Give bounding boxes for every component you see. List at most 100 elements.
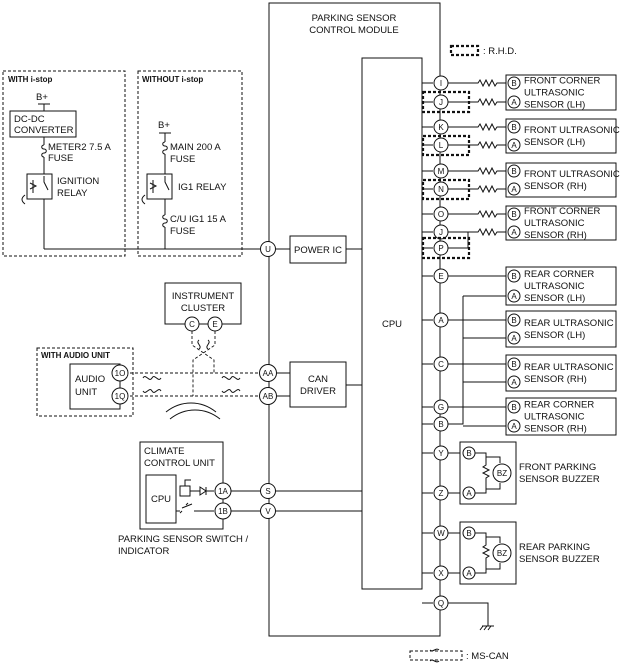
svg-text:C/U IG1 15 A: C/U IG1 15 A — [170, 214, 227, 225]
ignition-relay-icon — [26, 173, 53, 200]
rear-sensor-pin-b-label-0: B — [511, 272, 516, 281]
rear-sensor-label-1-0: REAR ULTRASONIC — [524, 318, 614, 329]
sensor-wire-1 — [448, 140, 513, 150]
buzzer-label-1-1: SENSOR BUZZER — [519, 554, 600, 565]
module-pin-label-16: W — [437, 529, 445, 538]
rear-sensor-pin-a-2 — [507, 375, 521, 389]
sensor-pin-b-label-0: B — [511, 79, 516, 88]
sensor-box-3 — [505, 205, 617, 241]
sensor-label-0-2: SENSOR (LH) — [524, 100, 585, 111]
sensor-pin-a-1 — [507, 138, 521, 152]
rear-sensor-pin-b-label-1: B — [511, 316, 516, 325]
sensor-label-1-0: FRONT ULTRASONIC — [524, 125, 620, 136]
can-driver-label-line1: CAN — [308, 374, 328, 385]
module-pin-label-12: G — [438, 403, 444, 412]
rear-sensor-box-1 — [505, 310, 617, 348]
svg-text:1O: 1O — [115, 369, 126, 378]
pin-p-link — [448, 232, 469, 249]
svg-text:1Q: 1Q — [115, 392, 126, 401]
can-twist-icon — [142, 339, 241, 393]
meter2-fuse-icon — [41, 144, 47, 158]
buzzer-pin-b-label-0: B — [466, 449, 471, 458]
buzzer-label-1-0: REAR PARKING — [519, 542, 590, 553]
buzzer-resistor-icon-1 — [475, 532, 491, 574]
module-pin-label-5: N — [438, 185, 444, 194]
indicator-led-icon — [199, 486, 214, 496]
svg-text:UNIT: UNIT — [75, 387, 97, 398]
module-pin-label-11: C — [438, 360, 444, 369]
module-pin-label-7: J — [439, 228, 443, 237]
module-pin-label-13: B — [438, 420, 443, 429]
svg-text:DC-DC: DC-DC — [14, 114, 45, 125]
module-pin-label-6: O — [438, 210, 444, 219]
rear-sensor-box-3 — [505, 397, 617, 436]
svg-text:AB: AB — [263, 392, 274, 401]
main-fuse-icon — [162, 141, 168, 155]
with-istop-group — [2, 70, 126, 257]
with-istop-title: WITH i-stop — [8, 75, 53, 84]
svg-text:AUDIO: AUDIO — [75, 374, 105, 385]
svg-text:FUSE: FUSE — [170, 226, 195, 237]
sensor-pin-a-label-0: A — [511, 98, 517, 107]
rear-sensor-pin-a-label-0: A — [511, 292, 517, 301]
svg-text:S: S — [265, 487, 270, 496]
rear-sensor-pin-b-2 — [507, 357, 521, 371]
svg-text:E: E — [212, 320, 217, 329]
without-istop-group — [137, 70, 243, 257]
svg-text:RELAY: RELAY — [57, 188, 88, 199]
power-ic-block — [289, 235, 347, 264]
rhd-marker-2 — [421, 178, 471, 201]
rhd-legend-swatch — [449, 44, 480, 57]
sensor-wire-1 — [448, 122, 513, 132]
rear-sensor-pin-a-1 — [507, 331, 521, 345]
sensor-pin-a-2 — [507, 182, 521, 196]
sensor-pin-a-3 — [507, 225, 521, 239]
sensor-box-0 — [505, 74, 617, 111]
power-ic-label: POWER IC — [294, 245, 342, 256]
svg-text:IGNITION: IGNITION — [57, 176, 99, 187]
sensor-wire-2 — [448, 184, 513, 194]
indicator-transistor-icon — [179, 485, 191, 497]
module-pin-label-3: L — [439, 141, 444, 150]
rear-sensor-label-2-1: SENSOR (RH) — [524, 374, 587, 385]
rear-sensor-pin-a-3 — [507, 419, 521, 433]
parking-switch-icon — [176, 502, 214, 514]
svg-text:AA: AA — [263, 369, 274, 378]
ground-wire — [448, 602, 489, 626]
sensor-label-2-1: SENSOR (RH) — [524, 181, 587, 192]
sensor-label-3-2: SENSOR (RH) — [524, 230, 587, 241]
sensor-label-3-1: ULTRASONIC — [524, 218, 585, 229]
cu-ig1-fuse-icon — [162, 214, 168, 228]
sensor-wire-3 — [448, 227, 513, 237]
sensor-pin-a-label-1: A — [511, 141, 517, 150]
rear-sensor-pin-a-0 — [507, 289, 521, 303]
buzzer-bz-label-0: BZ — [497, 469, 507, 478]
sensor-label-1-1: SENSOR (LH) — [524, 137, 585, 148]
module-pin-label-10: A — [438, 316, 444, 325]
rhd-marker-3 — [421, 236, 471, 260]
dc-dc-converter — [9, 110, 77, 138]
rhd-legend-label: : R.H.D. — [483, 46, 517, 57]
pin-aa — [259, 364, 277, 382]
sensor-label-0-1: ULTRASONIC — [524, 88, 585, 99]
without-istop-title: WITHOUT i-stop — [142, 75, 203, 84]
rear-sensor-pin-a-label-3: A — [511, 422, 517, 431]
rear-sensor-pin-b-label-2: B — [511, 360, 516, 369]
rear-sensor-box-0 — [505, 266, 617, 306]
rear-sensor-label-0-1: ULTRASONIC — [524, 281, 585, 292]
rear-sensor-label-2-0: REAR ULTRASONIC — [524, 362, 614, 373]
svg-text:INSTRUMENT: INSTRUMENT — [172, 291, 234, 302]
pin-v — [260, 503, 276, 519]
sensor-pin-b-label-2: B — [511, 167, 516, 176]
sensor-pin-b-1 — [507, 120, 521, 134]
rear-sensor-pin-a-label-1: A — [511, 334, 517, 343]
sensor-pin-b-0 — [507, 76, 521, 90]
rear-sensor-pin-b-label-3: B — [511, 403, 516, 412]
module-pin-label-14: Y — [438, 449, 444, 458]
buzzer-label-0-1: SENSOR BUZZER — [519, 474, 600, 485]
rhd-marker-0 — [421, 90, 471, 114]
with-audio-unit-title: WITH AUDIO UNIT — [41, 351, 110, 360]
sensor-box-2 — [505, 162, 617, 198]
